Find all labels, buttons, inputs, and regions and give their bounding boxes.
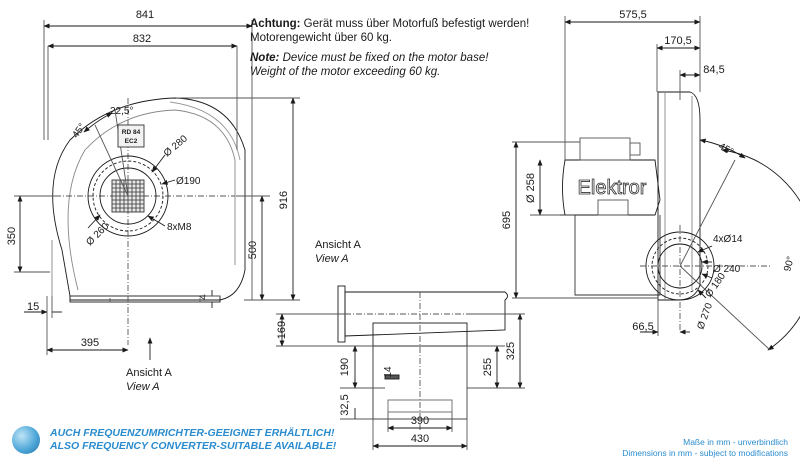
dim-dia-258: Ø 258 bbox=[525, 173, 537, 203]
dim-395: 395 bbox=[81, 337, 99, 349]
view-a-label-bottom: Ansicht A View A bbox=[126, 366, 172, 394]
banner-line1: AUCH FREQUENZUMRICHTER-GEEIGNET ERHÄLTLI… bbox=[50, 427, 335, 439]
inlet-circle-inner bbox=[99, 167, 157, 225]
note-de-bold: Achtung: bbox=[250, 18, 301, 30]
inlet-circle-bolt bbox=[92, 160, 164, 232]
view-a-label-side: Ansicht A View A bbox=[315, 238, 361, 266]
view-a-bottom-en: View A bbox=[126, 381, 160, 393]
dim-916: 916 bbox=[278, 191, 290, 209]
dim-side-angle-45: 45° bbox=[717, 141, 736, 158]
dim-255: 255 bbox=[482, 358, 494, 376]
note-en-1: Note: Device must be fixed on the motor … bbox=[250, 51, 529, 65]
dim-dia-240: Ø 240 bbox=[713, 264, 741, 275]
dim-84-5: 84,5 bbox=[703, 64, 724, 76]
side-view bbox=[512, 16, 800, 351]
dim-575-5: 575,5 bbox=[619, 9, 647, 21]
dim-4: 4 bbox=[198, 294, 209, 300]
inlet-circle-outer bbox=[87, 155, 169, 237]
note-de-2: Motorengewicht über 60 kg. bbox=[250, 32, 392, 44]
front-housing-outline bbox=[52, 97, 246, 301]
dim-841: 841 bbox=[136, 9, 154, 21]
note-de-1: Achtung: Gerät muss über Motorfuß befest… bbox=[250, 17, 529, 31]
footnote-line2: Dimensions in mm - subject to modificati… bbox=[622, 448, 788, 458]
note-en-2: Weight of the motor exceeding 60 kg. bbox=[250, 66, 441, 78]
frequency-converter-banner: AUCH FREQUENZUMRICHTER-GEEIGNET ERHÄLTLI… bbox=[12, 426, 336, 454]
badge-line1: RD 84 bbox=[122, 129, 141, 136]
bottom-view bbox=[276, 285, 525, 450]
dim-bolts: 8xM8 bbox=[167, 222, 192, 233]
dim-15: 15 bbox=[27, 301, 39, 313]
front-base-plate bbox=[69, 295, 221, 303]
side-brand-logo: Elektror bbox=[578, 177, 647, 199]
banner-text: AUCH FREQUENZUMRICHTER-GEEIGNET ERHÄLTLI… bbox=[50, 427, 336, 453]
dim-dia-280: Ø 280 bbox=[162, 133, 190, 159]
model-badge bbox=[117, 124, 145, 148]
notes-block: Achtung: Gerät muss über Motorfuß befest… bbox=[250, 17, 529, 79]
front-view bbox=[14, 20, 300, 360]
dim-dia-180: Ø 180 bbox=[703, 271, 728, 300]
dim-190: 190 bbox=[339, 358, 351, 376]
footnote-line1: Maße in mm - unverbindlich bbox=[683, 437, 788, 447]
view-a-side-en: View A bbox=[315, 253, 349, 265]
dim-66-5: 66,5 bbox=[632, 321, 653, 333]
dim-430: 430 bbox=[411, 433, 429, 445]
dim-170-5: 170,5 bbox=[664, 35, 692, 47]
note-en-bold: Note: bbox=[250, 52, 280, 64]
dim-angle-90: 90° bbox=[782, 255, 797, 272]
dim-350: 350 bbox=[6, 227, 18, 245]
side-housing bbox=[657, 91, 701, 301]
note-de-text1: Gerät muss über Motorfuß befestigt werde… bbox=[303, 18, 530, 30]
view-a-side-de: Ansicht A bbox=[315, 239, 361, 251]
badge-line2: EC2 bbox=[125, 138, 138, 145]
dim-dia-270: Ø 270 bbox=[695, 301, 715, 331]
note-en-text1: Device must be fixed on the motor base! bbox=[282, 52, 489, 64]
view-a-bottom-de: Ansicht A bbox=[126, 367, 172, 379]
dim-169: 169 bbox=[276, 321, 288, 339]
dim-390: 390 bbox=[411, 415, 429, 427]
dim-500: 500 bbox=[247, 241, 259, 259]
dim-dia-190: Ø190 bbox=[176, 176, 201, 187]
banner-line2: ALSO FREQUENCY CONVERTER-SUITABLE AVAILA… bbox=[50, 440, 337, 452]
dim-holes: 4xØ14 bbox=[713, 234, 743, 245]
footnote: Maße in mm - unverbindlich Dimensions in… bbox=[622, 437, 788, 459]
dim-angle-22: 22,5° bbox=[110, 106, 133, 117]
dim-832: 832 bbox=[133, 33, 151, 45]
dim-32-5: 32,5 bbox=[339, 394, 351, 415]
dim-325: 325 bbox=[505, 342, 517, 360]
info-bubble-icon bbox=[12, 426, 40, 454]
bottom-outlet-duct bbox=[344, 291, 508, 337]
side-terminal-box bbox=[579, 137, 631, 161]
dim-14: 14 bbox=[383, 366, 394, 378]
dim-695: 695 bbox=[501, 211, 513, 229]
